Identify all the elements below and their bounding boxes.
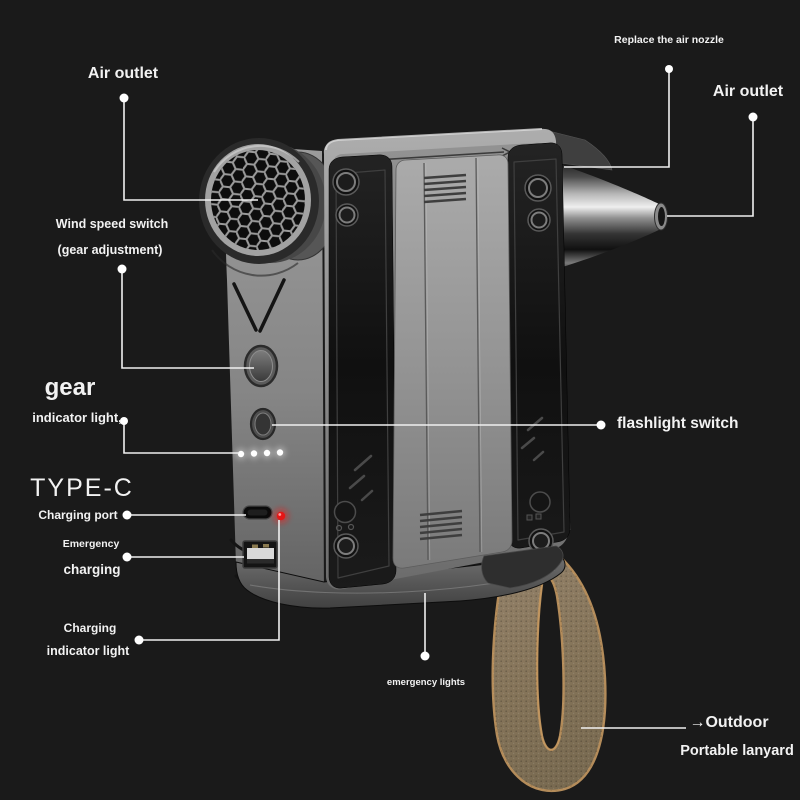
label-charging-indicator-light: indicator light [46,644,130,658]
label-gear: gear [44,374,96,401]
top-vent [423,173,467,204]
emergency-light-vents [419,509,463,541]
label-air-outlet-left: Air outlet [87,65,159,82]
line-gear-indicator [123,422,239,454]
type-c-port [242,505,273,520]
label-air-outlet-right: Air outlet [712,83,784,100]
corner-screws [332,168,554,559]
label-charging-port: Charging port [38,508,118,522]
label-emergency: Emergency [62,538,120,550]
gear-led-indicators [235,446,286,460]
label-portable-lanyard: Portable lanyard [680,743,794,759]
label-gear-indicator-light: indicator light, [32,410,122,425]
label-emergency-lights: emergency lights [386,677,466,688]
device-front-face [323,128,571,590]
label-emergency-charging: charging [63,562,121,577]
annotation-dots [117,65,758,661]
line-replace-nozzle [564,70,670,168]
label-type-c: TYPE-C [30,474,134,502]
lanyard-strap [491,548,607,793]
usb-port [242,540,278,569]
line-charging-indicator [140,520,280,641]
label-gear-adjustment: (gear adjustment) [57,243,163,257]
label-replace-nozzle: Replace the air nozzle [614,34,724,46]
line-wind-speed [121,270,254,369]
line-air-outlet-left [123,99,258,201]
annotation-lines [121,70,754,729]
line-air-outlet-right [667,118,754,217]
label-outdoor: →Outdoor [689,714,769,731]
label-flashlight-switch: flashlight switch [617,415,739,432]
air-intake-grille [199,138,339,264]
wind-speed-button [243,344,279,388]
label-charging: Charging [63,621,117,635]
charging-led [273,508,289,524]
lanyard-mount-corner [481,545,564,589]
label-wind-speed-switch: Wind speed switch [55,217,169,231]
flashlight-button [249,407,277,441]
